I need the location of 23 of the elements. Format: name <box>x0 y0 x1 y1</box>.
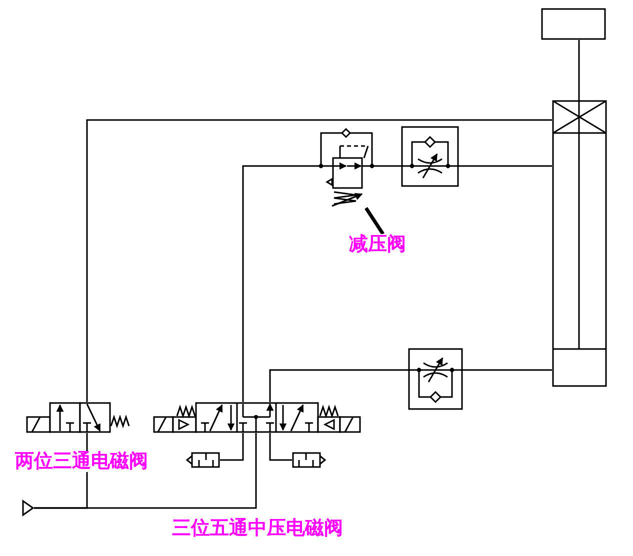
pipe-line <box>269 369 408 402</box>
throttle-check-valve-symbol <box>401 126 459 187</box>
pneumatic-cylinder <box>552 100 607 387</box>
pipe-line <box>86 119 552 402</box>
valve-caption: 两位三通电磁阀 <box>15 451 148 472</box>
pipe-line <box>34 433 257 509</box>
pipe-line <box>578 40 580 100</box>
valve-caption: 三位五通中压电磁阀 <box>172 518 343 539</box>
pipe-line <box>220 433 244 461</box>
pipe-line <box>269 433 292 461</box>
solenoid-valve-symbol <box>26 402 128 433</box>
load-block <box>541 8 606 40</box>
silencer-symbol <box>186 451 220 469</box>
pipe-line <box>242 165 318 402</box>
solenoid-valve-symbol <box>153 402 361 433</box>
pressure-reducing-valve-symbol <box>318 128 375 208</box>
pipe-line <box>459 165 552 167</box>
throttle-check-valve-symbol <box>408 348 463 410</box>
pipe-line <box>375 165 401 167</box>
pipe-line <box>463 369 552 371</box>
air-source-symbol <box>22 500 34 516</box>
leader-line <box>364 207 384 235</box>
silencer-symbol <box>292 451 326 469</box>
